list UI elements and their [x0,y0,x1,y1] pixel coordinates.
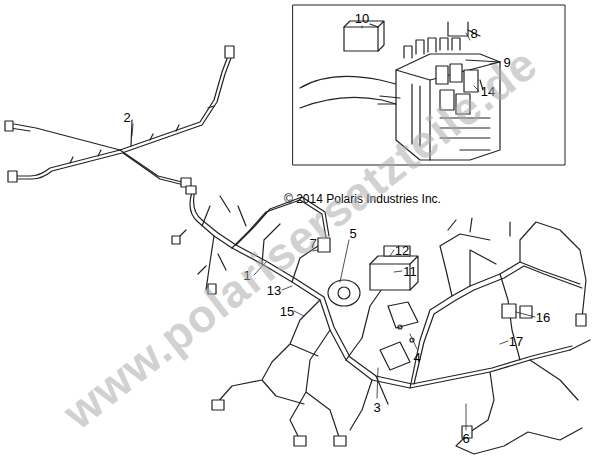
callout-number: 17 [508,335,524,348]
callout-number: 12 [394,244,410,257]
watermark: www.polarisersatzteile.de [53,36,548,439]
callout-number: 2 [122,111,131,124]
callout-number: 6 [461,432,470,445]
callout-number: 10 [354,12,370,25]
callout-number: 4 [412,351,421,364]
callout-number: 15 [279,305,295,318]
callout-number: 8 [469,27,478,40]
callout-number: 3 [372,401,381,414]
callout-number: 11 [402,265,418,278]
rear-harness [5,46,234,187]
callout-number: 16 [535,311,551,324]
